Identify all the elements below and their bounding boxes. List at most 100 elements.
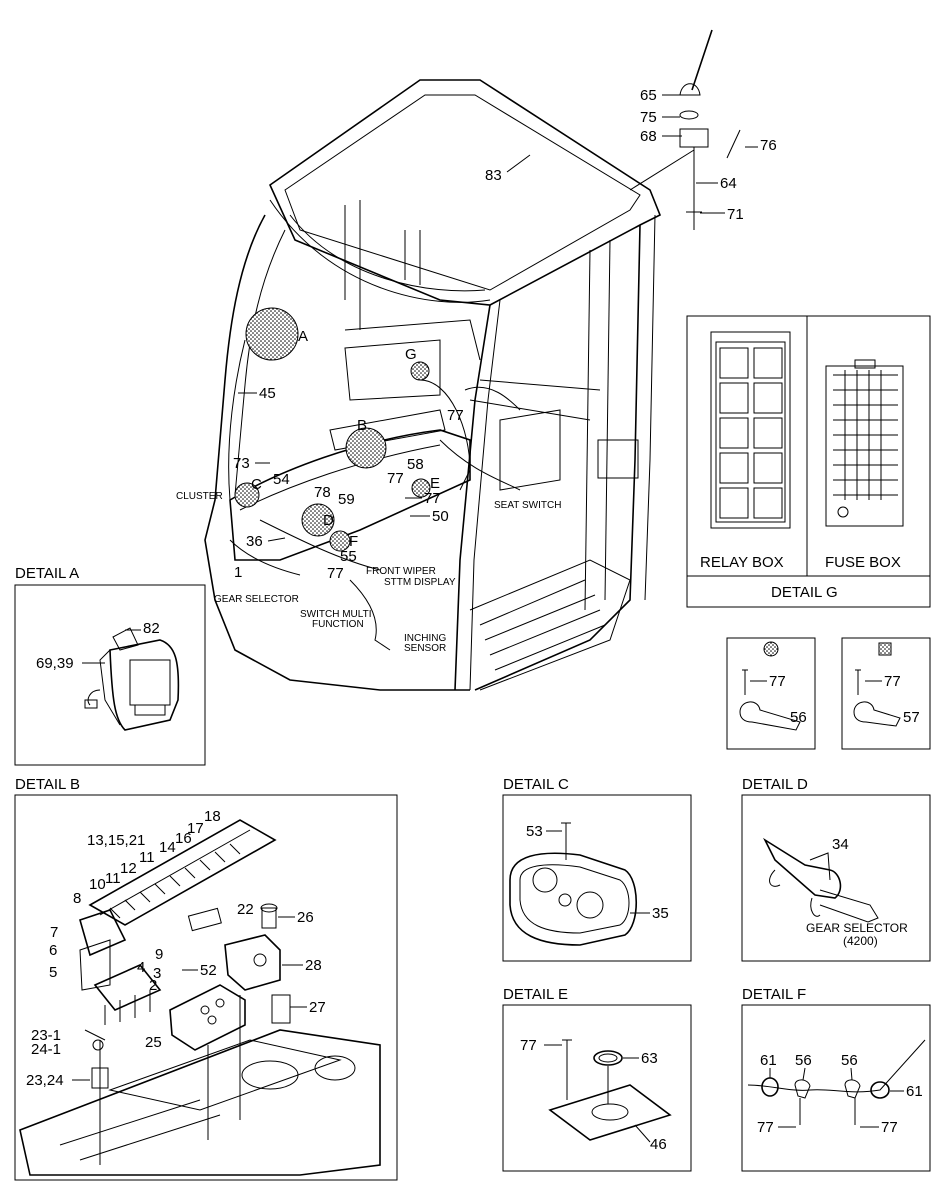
label-C: C (251, 476, 262, 493)
detail-a: DETAIL A 82 69,39 (14, 565, 206, 766)
detail-f-56b: 56 (841, 1052, 858, 1069)
detail-b-26: 26 (297, 909, 314, 926)
label-58: 58 (407, 456, 424, 473)
label-F: F (349, 533, 358, 550)
cab-assembly (204, 29, 741, 691)
detail-f-77a: 77 (757, 1119, 774, 1136)
clamp-round-56: 56 (790, 709, 807, 726)
clamp-square-box: 77 57 (841, 637, 931, 750)
detail-b-25: 25 (145, 1034, 162, 1051)
clamp-square-77: 77 (884, 673, 901, 690)
note-function: FUNCTION (312, 619, 364, 630)
fuse-grid (833, 370, 898, 500)
main-view-labels: 65 75 68 76 83 64 71 A 45 G 77 B 73 58 5… (176, 87, 777, 654)
detail-b-22: 22 (237, 901, 254, 918)
detail-g: RELAY BOX FUSE BOX DETAIL G (686, 315, 931, 608)
detail-b-28: 28 (305, 957, 322, 974)
label-55: 55 (340, 548, 357, 565)
detail-b-52: 52 (200, 962, 217, 979)
relay-grid (719, 347, 783, 519)
note-sensor: SENSOR (404, 643, 446, 654)
detail-f-77b: 77 (881, 1119, 898, 1136)
detail-b-11b: 11 (105, 870, 121, 887)
note-switch-multi: SWITCH MULTI (300, 609, 371, 620)
relay-box-caption: RELAY BOX (700, 554, 784, 571)
detail-c-35: 35 (652, 905, 669, 922)
detail-b-23-24: 23,24 (26, 1072, 64, 1089)
label-76: 76 (760, 137, 777, 154)
note-sttm-display: STTM DISPLAY (384, 577, 456, 588)
label-64: 64 (720, 175, 737, 192)
detail-a-title: DETAIL A (15, 565, 79, 582)
label-cluster: CLUSTER (176, 491, 223, 502)
clamp-round-77: 77 (769, 673, 786, 690)
detail-b-8: 8 (73, 890, 81, 907)
detail-d-34: 34 (832, 836, 849, 853)
detail-e-46: 46 (650, 1136, 667, 1153)
detail-c-title: DETAIL C (503, 776, 569, 793)
detail-d-caption2: (4200) (843, 934, 878, 948)
label-front-wiper: FRONT WIPER (366, 566, 436, 577)
label-50: 50 (432, 508, 449, 525)
detail-f-title: DETAIL F (742, 986, 806, 1003)
detail-g-title: DETAIL G (771, 584, 838, 601)
detail-b-6: 6 (49, 942, 57, 959)
detail-a-82: 82 (143, 620, 160, 637)
detail-b-27: 27 (309, 999, 326, 1016)
clamp-square-57: 57 (903, 709, 920, 726)
detail-b-10: 10 (89, 876, 106, 893)
detail-e-title: DETAIL E (503, 986, 568, 1003)
detail-b-3: 3 (153, 965, 161, 982)
detail-d-caption1: GEAR SELECTOR (806, 921, 908, 935)
label-E: E (430, 475, 440, 492)
label-68: 68 (640, 128, 657, 145)
detail-b-17: 17 (187, 820, 204, 837)
detail-f-61b: 61 (906, 1083, 923, 1100)
detail-b-12: 12 (120, 860, 137, 877)
detail-c-53: 53 (526, 823, 543, 840)
detail-c: DETAIL C 53 35 (502, 776, 692, 962)
label-D: D (323, 512, 334, 529)
detail-b-title: DETAIL B (15, 776, 80, 793)
detail-b-13-15-21: 13,15,21 (87, 832, 145, 849)
detail-b-18: 18 (204, 808, 221, 825)
label-77a: 77 (447, 407, 464, 424)
detail-b-23-1: 23-1 (31, 1027, 61, 1044)
label-B: B (357, 417, 367, 434)
note-gear-selector: GEAR SELECTOR (214, 594, 299, 605)
detail-b-4: 4 (137, 959, 145, 976)
label-77c: 77 (424, 490, 441, 507)
detail-b-11a: 11 (139, 849, 155, 866)
label-75: 75 (640, 109, 657, 126)
detail-d-title: DETAIL D (742, 776, 808, 793)
detail-f-61a: 61 (760, 1052, 777, 1069)
label-78: 78 (314, 484, 331, 501)
label-seat-switch: SEAT SWITCH (494, 500, 561, 511)
detail-b-16: 16 (175, 830, 192, 847)
note-inching: INCHING (404, 633, 446, 644)
label-71: 71 (727, 206, 744, 223)
label-54: 54 (273, 471, 290, 488)
detail-b-14: 14 (159, 839, 176, 856)
label-1: 1 (234, 564, 242, 581)
label-G: G (405, 346, 417, 363)
detail-b-9: 9 (155, 946, 163, 963)
detail-b-2: 2 (149, 977, 157, 994)
detail-a-69-39: 69,39 (36, 655, 74, 672)
detail-e-63: 63 (641, 1050, 658, 1067)
label-59: 59 (338, 491, 355, 508)
detail-f: DETAIL F 61 56 56 61 77 77 (741, 986, 931, 1172)
label-65: 65 (640, 87, 657, 104)
detail-b: DETAIL B 18 (14, 776, 398, 1181)
label-77d: 77 (327, 565, 344, 582)
clamp-round-box: 77 56 (726, 637, 816, 750)
detail-f-56a: 56 (795, 1052, 812, 1069)
label-36: 36 (246, 533, 263, 550)
detail-b-5: 5 (49, 964, 57, 981)
detail-e: DETAIL E 77 63 46 (502, 986, 692, 1172)
detail-d: DETAIL D 34 GEAR SELECTOR (4200) (741, 776, 931, 962)
label-45: 45 (259, 385, 276, 402)
label-73: 73 (233, 455, 250, 472)
label-A: A (298, 328, 308, 345)
